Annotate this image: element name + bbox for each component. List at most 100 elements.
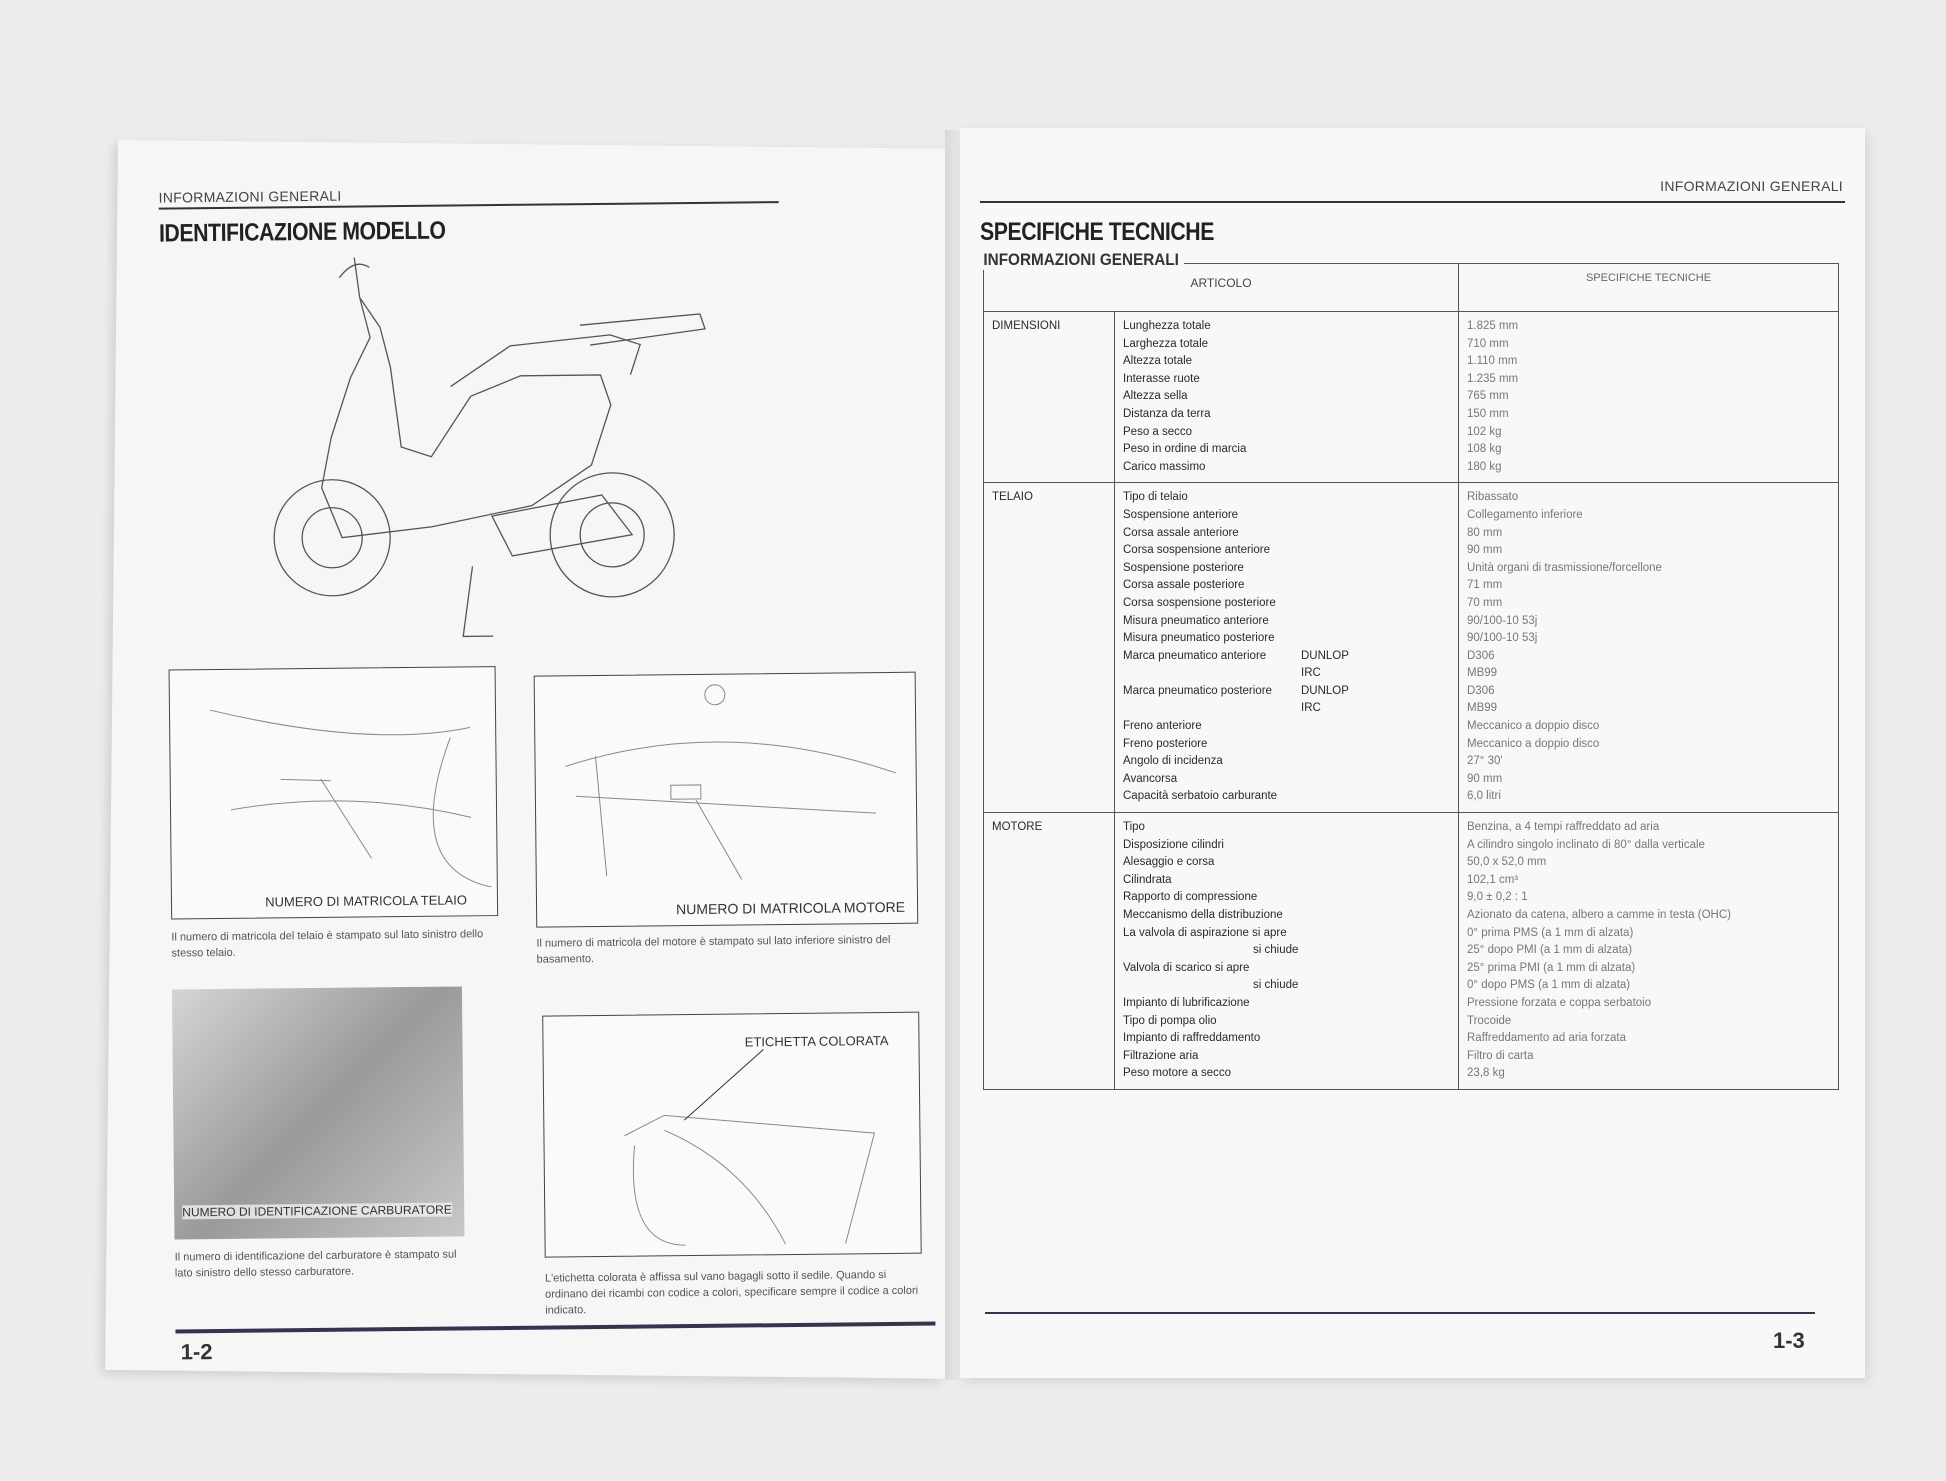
spec-item: Avancorsa [1123,771,1458,789]
item-label: Altezza sella [1123,390,1188,403]
spec-item: Carico massimo [1123,459,1458,477]
item-label: Disposizione cilindri [1123,838,1224,851]
item-label: si chiude [1253,979,1299,992]
section-name: MOTORE [983,812,1115,1090]
spec-item: La valvola di aspirazione si apre [1123,925,1458,943]
item-label: Alesaggio e corsa [1123,856,1215,869]
item-label: Rapporto di compressione [1123,891,1258,904]
left-page: INFORMAZIONI GENERALI IDENTIFICAZIONE MO… [105,140,958,1379]
carburetor-photo: NUMERO DI IDENTIFICAZIONE CARBURATORE [171,986,465,1240]
engine-illustration [565,684,896,880]
figure-caption: L'etichetta colorata è affissa sul vano … [544,1269,919,1317]
item-label: Valvola di scarico si apre [1123,961,1250,974]
spec-item: Altezza sella [1123,388,1458,406]
item-label: Peso motore a secco [1123,1067,1232,1080]
item-label: Larghezza totale [1123,337,1209,350]
item-label: Distanza da terra [1123,407,1211,420]
item-label: Carico massimo [1123,460,1206,473]
item-label: Meccanismo della distribuzione [1123,909,1283,921]
figure-engine-number: NUMERO DI MATRICOLA MOTORE [533,671,919,928]
spec-item: Corsa assale posteriore [1123,577,1458,595]
spec-item: Peso motore a secco [1123,1065,1458,1083]
spec-item: Freno posteriore [1123,736,1458,754]
spec-item: Lunghezza totale [1123,318,1458,336]
column-header: SPECIFICHE TECNICHE [1458,263,1839,312]
spec-value: Meccanico a doppio disco [1467,720,1600,733]
spec-value: 70 mm [1467,596,1503,609]
spec-value: 80 mm [1467,526,1503,539]
item-label: Peso in ordine di marcia [1123,443,1247,456]
item-label: Tipo [1123,821,1145,834]
spec-value: 90/100-10 53j [1467,614,1538,627]
spec-value: Benzina, a 4 tempi raffreddato ad aria [1467,821,1660,834]
spec-item: Disposizione cilindri [1123,837,1458,855]
spec-value: Meccanico a doppio disco [1467,737,1600,750]
spec-item: Rapporto di compressione [1123,889,1458,907]
figure-caption: Il numero di identificazione del carbura… [174,1248,457,1280]
spec-value: 6,0 litri [1467,790,1501,803]
spec-item: Sospensione posteriore [1123,560,1458,578]
item-label: Altezza totale [1123,355,1193,368]
spec-value: 0° dopo PMS (a 1 mm di alzata) [1467,979,1631,992]
item-label: Corsa sospensione anteriore [1123,544,1271,557]
item-label: Impianto di lubrificazione [1123,996,1250,1009]
spec-value: 1.110 mm [1467,355,1518,368]
spec-value: 150 mm [1467,407,1509,420]
spec-value: A cilindro singolo inclinato di 80° dall… [1467,838,1705,851]
section-label: INFORMAZIONI GENERALI [978,250,1185,270]
item-label: Marca pneumatico anteriore [1123,649,1267,662]
item-label: Sospensione posteriore [1123,561,1244,574]
spec-item: Corsa assale anteriore [1123,525,1458,543]
page-title: SPECIFICHE TECNICHE [980,218,1214,246]
spec-item: Tipo di pompa olio [1123,1013,1458,1031]
spec-value: 710 mm [1467,337,1509,350]
item-label: Lunghezza totale [1123,320,1211,332]
figure-label: NUMERO DI MATRICOLA TELAIO [265,892,468,910]
header-rule [980,201,1845,203]
spec-item: Altezza totale [1123,353,1458,371]
spec-item: Corsa sospensione posteriore [1123,595,1458,613]
spec-item: Misura pneumatico posteriore [1123,630,1458,648]
spec-value: 90 mm [1467,544,1503,557]
item-label: Tipo di telaio [1123,491,1188,504]
item-label: Peso a secco [1123,425,1193,438]
spec-item: Impianto di lubrificazione [1123,995,1458,1013]
figure-label: ETICHETTA COLORATA [744,1032,889,1050]
item-label: Tipo di pompa olio [1123,1014,1217,1027]
item-label: Corsa sospensione posteriore [1123,596,1276,609]
spec-value: 27° 30' [1467,755,1503,768]
spec-value: 23,8 kg [1467,1067,1505,1080]
spec-value: Ribassato [1467,491,1519,504]
spec-item: Peso in ordine di marcia [1123,441,1458,459]
spec-value: Pressione forzata e coppa serbatoio [1467,996,1652,1009]
spec-value: 180 kg [1467,460,1502,473]
spec-item: Marca pneumatico anteriore DUNLOP [1123,648,1458,666]
page-header: INFORMAZIONI GENERALI [158,187,342,206]
figure-color-label: ETICHETTA COLORATA [542,1011,922,1258]
spec-item: Valvola di scarico si apre [1123,960,1458,978]
spec-value: 1.825 mm [1467,320,1519,332]
spec-value: Collegamento inferiore [1467,508,1583,521]
scooter-illustration [273,257,706,638]
item-label: Misura pneumatico posteriore [1123,632,1275,645]
spec-item: si chiude [1123,977,1458,995]
item-sub-label: DUNLOP [1301,649,1349,662]
spec-item: Distanza da terra [1123,406,1458,424]
spec-value: 0° prima PMS (a 1 mm di alzata) [1467,926,1634,939]
item-label: Freno posteriore [1123,737,1208,750]
spec-item: Interasse ruote [1123,371,1458,389]
item-label: Filtrazione aria [1123,1049,1199,1062]
item-label: Avancorsa [1123,772,1178,785]
figure-label: NUMERO DI IDENTIFICAZIONE CARBURATORE [182,1202,452,1220]
section-name: DIMENSIONI [983,310,1115,484]
column-header: ARTICOLO [983,263,1459,312]
page-number: 1-2 [180,1339,213,1365]
item-label: Corsa assale anteriore [1123,526,1239,539]
spec-item: Misura pneumatico anteriore [1123,613,1458,631]
spec-value: 108 kg [1467,443,1502,456]
item-label: Corsa assale posteriore [1123,579,1245,592]
